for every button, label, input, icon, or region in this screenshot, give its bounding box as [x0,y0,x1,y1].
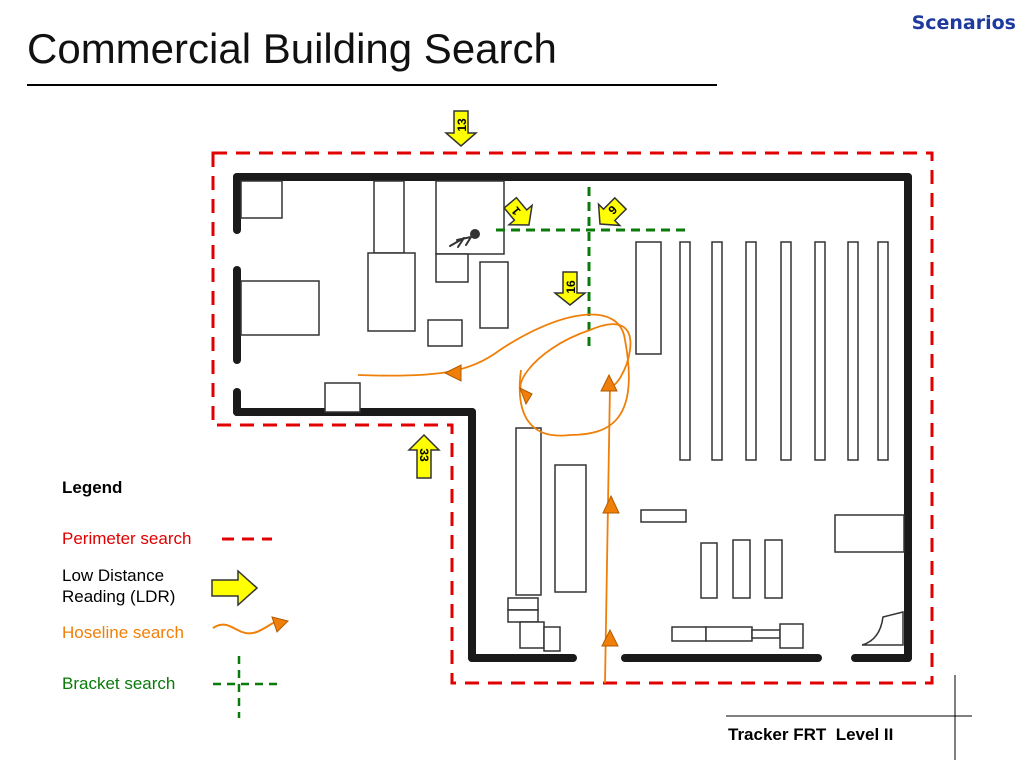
perimeter-search-path [211,151,934,685]
legend-bracket-swatch [213,656,278,718]
corner-tag: Scenarios [911,12,1016,34]
ldr-marker-13: 13 [443,110,479,147]
ldr-marker-16-label: 16 [564,280,578,294]
ldr-marker-9: 9 [597,196,628,227]
ldr-marker-1: 1 [503,196,534,226]
bracket-search-lines [496,187,686,352]
hoseline-search-path [357,313,632,684]
hoseline-direction-markers [443,364,620,647]
interior-fixtures [240,180,905,652]
legend-ldr-line1: Low Distance [62,566,165,585]
page-title: Commercial Building Search [27,25,557,72]
title-underline [27,84,717,86]
legend-hoseline-swatch [212,621,276,635]
legend-bracket-label: Bracket search [62,674,176,693]
legend-hoseline-label: Hoseline search [62,623,184,642]
ldr-marker-16: 16 [552,271,588,306]
legend-title: Legend [62,478,123,497]
legend-ldr-line2: Reading (LDR) [62,587,176,606]
footer-course-label: Tracker FRT Level II [728,725,894,744]
legend-hoseline-arrow-icon [271,616,289,633]
victim-figure-icon [449,229,480,248]
legend-ldr-arrow-icon [211,569,259,607]
legend-ldr-label: Low Distance Reading (LDR) [62,565,175,607]
ldr-marker-33: 33 [407,433,441,479]
footer-frame-lines [726,675,972,760]
legend-perimeter-label: Perimeter search [62,529,192,548]
ldr-marker-33-label: 33 [417,448,431,462]
ldr-marker-13-label: 13 [455,118,469,132]
